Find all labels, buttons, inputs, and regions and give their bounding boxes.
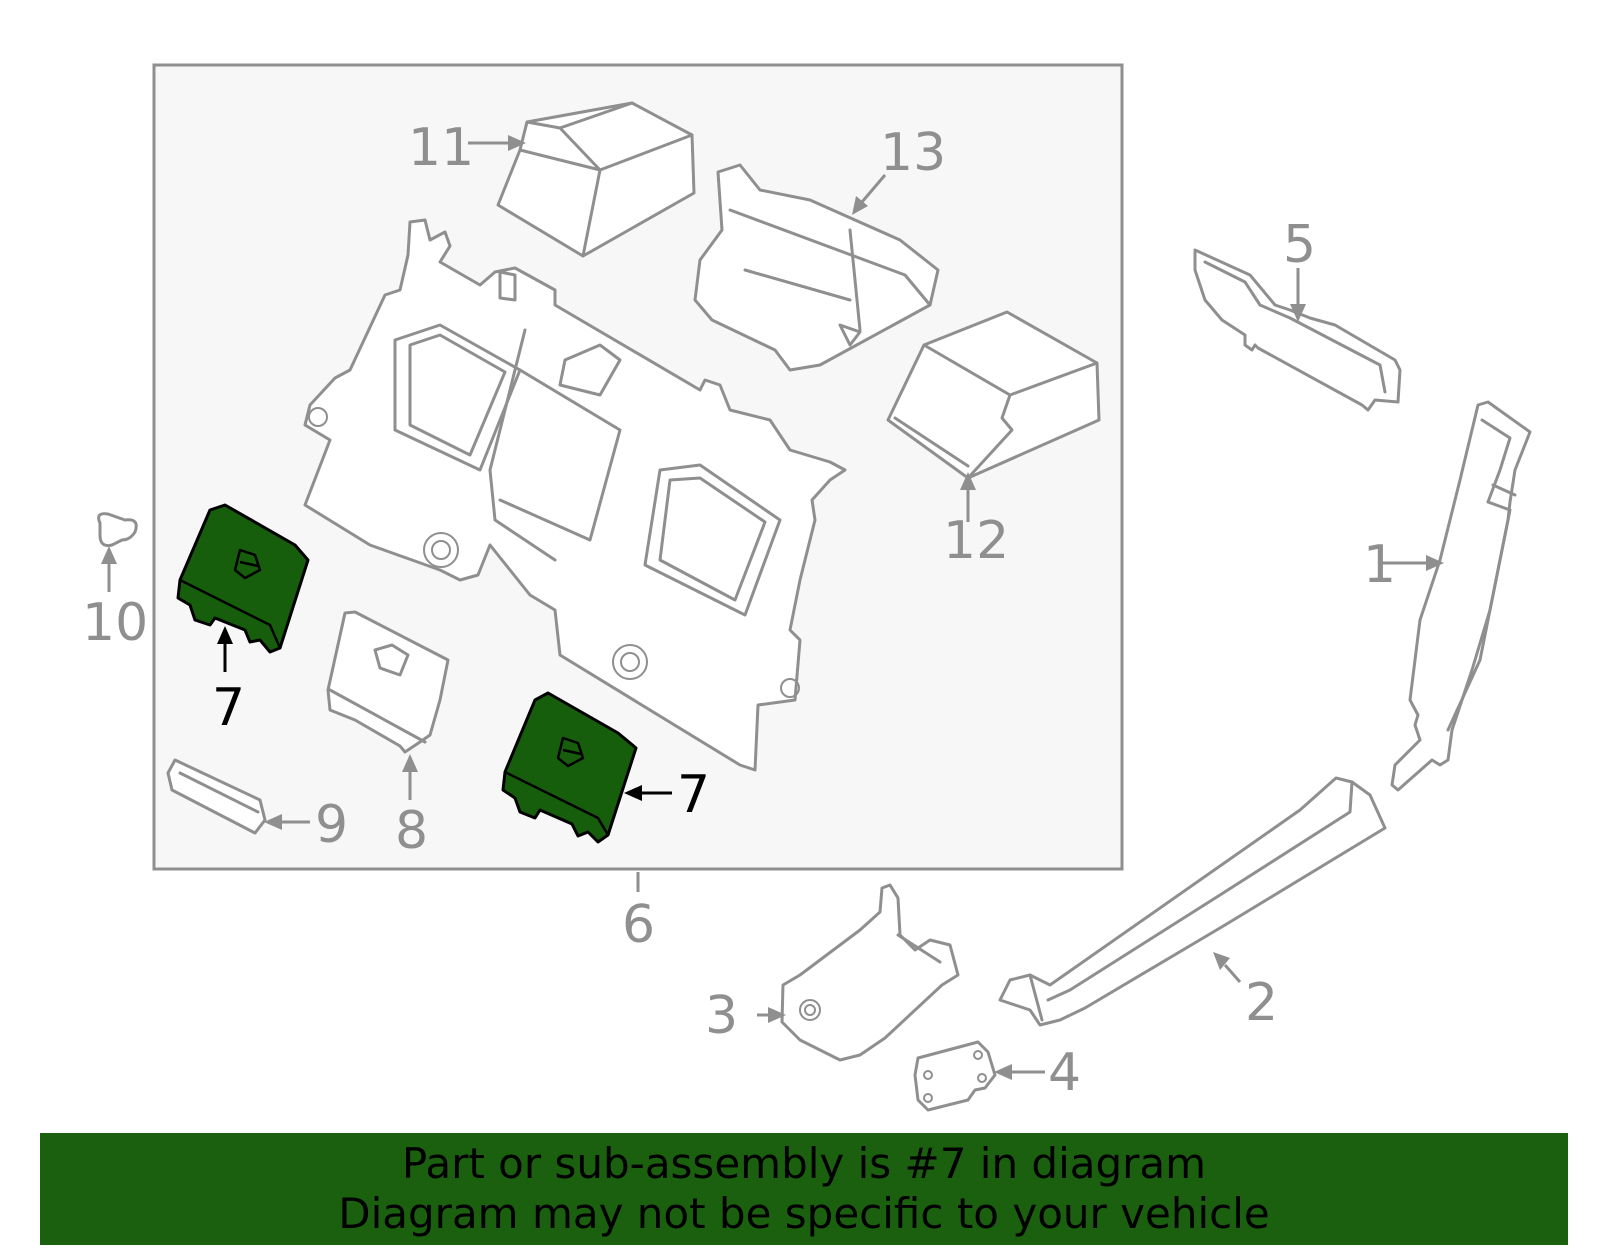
part-10 (97, 512, 138, 547)
callout-9: 9 (315, 795, 348, 855)
part-11 (496, 101, 696, 258)
callout-2: 2 (1245, 973, 1278, 1033)
callout-1: 1 (1363, 535, 1396, 595)
callout-7-left: 7 (212, 678, 245, 738)
part-1 (1390, 400, 1532, 792)
callout-6: 6 (622, 895, 655, 955)
banner-line-1: Part or sub-assembly is #7 in diagram (401, 1139, 1207, 1188)
part-6-panel (303, 218, 847, 772)
callout-11: 11 (408, 118, 474, 178)
part-12 (886, 310, 1101, 480)
part-9 (166, 758, 267, 835)
callout-5: 5 (1283, 215, 1316, 275)
info-banner: Part or sub-assembly is #7 in diagram Di… (40, 1133, 1568, 1245)
part-7-right (501, 691, 638, 844)
part-4 (913, 1040, 997, 1112)
callout-7-right: 7 (677, 765, 710, 825)
callout-12: 12 (943, 511, 1009, 571)
part-13 (693, 163, 940, 372)
callout-3: 3 (705, 986, 738, 1046)
callout-10: 10 (82, 593, 148, 653)
callout-4: 4 (1048, 1043, 1081, 1103)
part-2 (998, 776, 1387, 1027)
callout-13: 13 (880, 123, 946, 183)
banner-line-2: Diagram may not be specific to your vehi… (338, 1189, 1270, 1238)
leaders (101, 135, 1444, 1080)
part-7-left (176, 503, 310, 654)
part-3 (780, 883, 960, 1062)
callout-8: 8 (395, 801, 428, 861)
part-8 (326, 610, 450, 754)
